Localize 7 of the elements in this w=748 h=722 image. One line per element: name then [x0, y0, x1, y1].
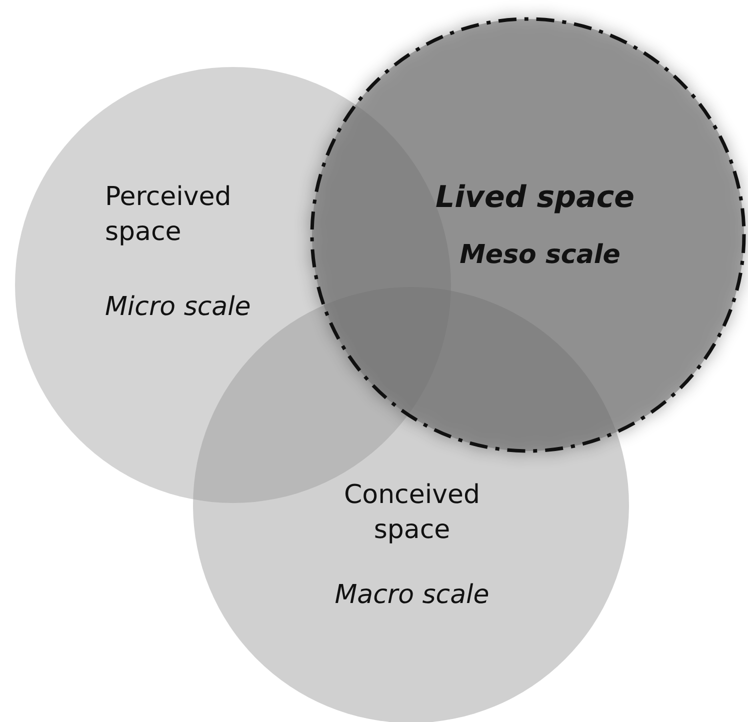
circle-title: Lived space	[434, 179, 636, 217]
circle-title: Perceived space	[105, 181, 232, 250]
scale-label: Micro scale	[105, 291, 252, 324]
venn-circle	[310, 17, 746, 453]
circle-title: Conceived space	[343, 479, 481, 548]
scale-label: Macro scale	[334, 579, 490, 612]
scale-label: Meso scale	[458, 239, 622, 272]
